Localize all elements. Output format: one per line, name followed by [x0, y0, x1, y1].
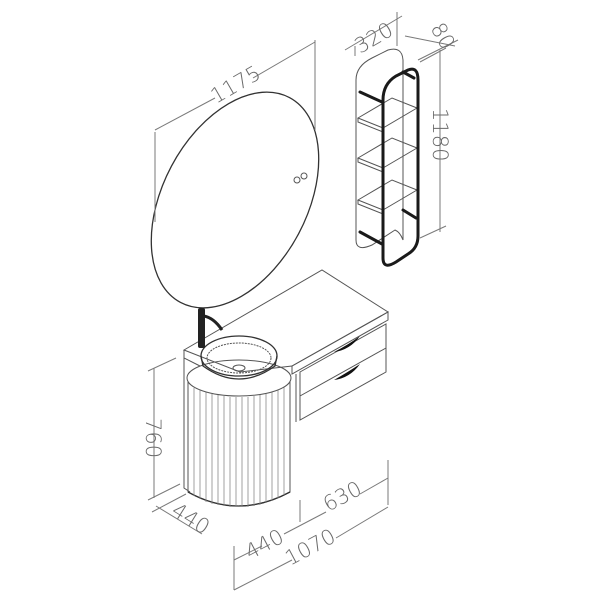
vessel-basin: [200, 335, 278, 380]
mirror-touch-sensor-icon: [293, 172, 308, 184]
shelf-depth-label: 80: [426, 19, 460, 54]
drain-icon: [232, 364, 246, 372]
faucet: [198, 308, 224, 348]
drawer-handle-bottom: [334, 364, 360, 380]
vanity-depth-label: 440: [167, 498, 214, 540]
shelf-height-label: 1180: [428, 108, 452, 161]
pedestal-flutes: [193, 387, 285, 507]
mirror-diameter-label: 1175: [207, 61, 265, 109]
drawer-cabinet: [182, 269, 389, 422]
vanity-dimensions: 760 440 440 630 1070: [141, 357, 389, 591]
fluted-pedestal: [183, 358, 292, 507]
vanity-height-label: 760: [141, 418, 165, 458]
shelf-frame: [381, 67, 420, 267]
pedestal-width-label: 440: [241, 524, 288, 564]
mirror-dimension: 1175: [154, 40, 316, 222]
shelf-dimensions: 320 80 1180: [344, 12, 460, 239]
shelf-width-label: 320: [351, 17, 398, 58]
cabinet-width-label: 630: [319, 476, 366, 516]
wall-shelf-unit: [355, 48, 420, 267]
round-mirror: [150, 91, 320, 309]
